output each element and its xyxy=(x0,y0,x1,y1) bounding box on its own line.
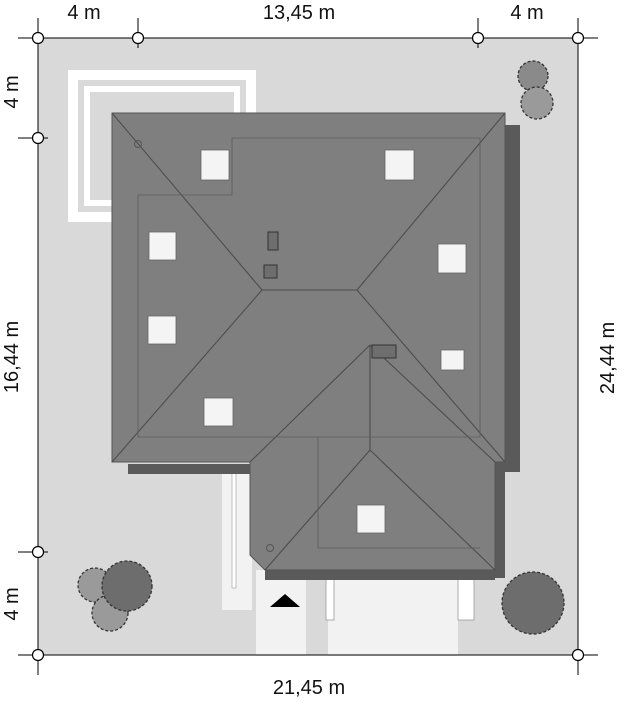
dim-top-left: 4 m xyxy=(67,2,100,24)
circle-marker-icon xyxy=(471,31,485,45)
dim-left-depth: 16,44 m xyxy=(1,321,23,393)
roof xyxy=(111,112,506,571)
downpipe-marker xyxy=(134,140,142,148)
dim-left-bottom: 4 m xyxy=(1,587,23,620)
circle-marker-icon xyxy=(571,31,585,45)
skylights xyxy=(147,149,467,534)
skylight xyxy=(384,149,415,181)
chimney xyxy=(267,231,279,251)
dim-top-width: 13,45 m xyxy=(263,2,335,24)
skylight xyxy=(148,231,177,261)
circle-marker-icon xyxy=(31,131,45,145)
survey-points xyxy=(31,31,585,662)
circle-marker-icon xyxy=(131,31,145,45)
circle-marker-icon xyxy=(571,648,585,662)
tree-icon xyxy=(501,571,565,635)
tree-icon xyxy=(517,60,554,120)
skylight xyxy=(437,243,467,274)
dim-left-top: 4 m xyxy=(1,75,23,108)
skylight xyxy=(147,315,177,345)
chimneys xyxy=(263,231,397,359)
circle-marker-icon xyxy=(31,545,45,559)
skylight xyxy=(440,349,465,371)
skylight xyxy=(356,504,386,534)
dim-top-right: 4 m xyxy=(510,2,543,24)
vent xyxy=(263,264,278,279)
dim-bottom-width: 21,45 m xyxy=(273,677,345,699)
downpipe-marker xyxy=(266,544,274,552)
circle-marker-icon xyxy=(31,31,45,45)
dim-right-depth: 24,44 m xyxy=(597,322,619,394)
entrance-arrow-icon xyxy=(270,594,300,607)
dimension-lines xyxy=(18,18,598,675)
tree-icon xyxy=(77,560,153,632)
skylight xyxy=(203,397,234,427)
skylight xyxy=(200,149,230,181)
paving xyxy=(222,469,475,656)
chimney xyxy=(371,344,397,359)
circle-marker-icon xyxy=(31,648,45,662)
